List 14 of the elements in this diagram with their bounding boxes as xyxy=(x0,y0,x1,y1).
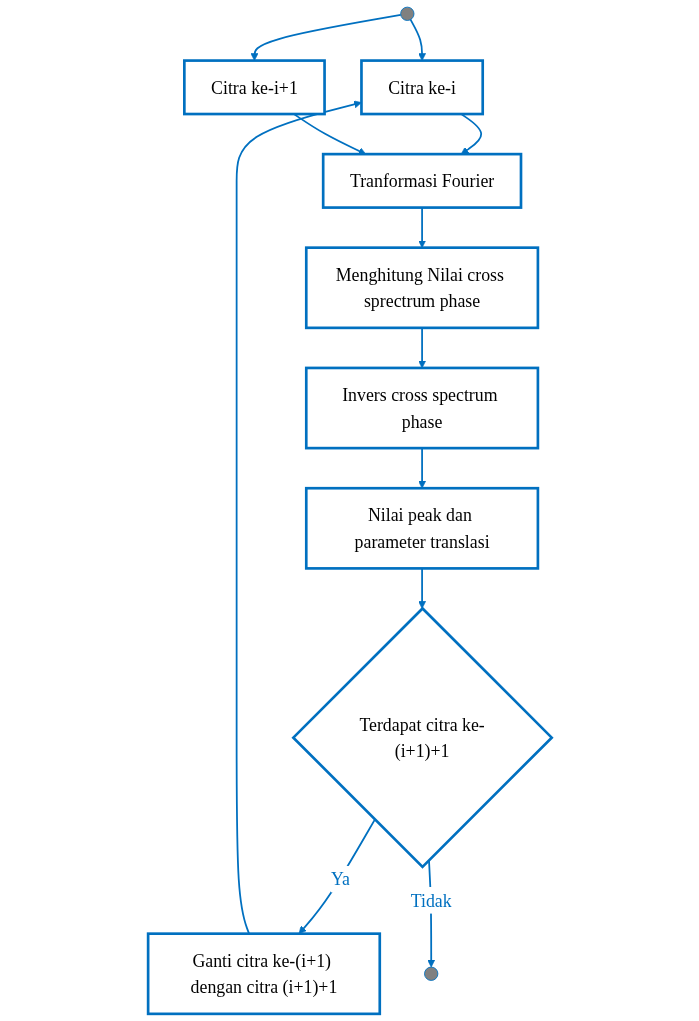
arrow xyxy=(409,18,426,61)
edge-label: Tidak xyxy=(410,890,452,911)
node-diamond: Terdapat citra ke-(i+1)+1 xyxy=(291,606,554,869)
node-box: Tranformasi Fourier xyxy=(321,152,522,209)
node-box: Citra ke-i+1 xyxy=(182,59,326,116)
node-box: Nilai peak dan parameter translasi xyxy=(304,486,539,570)
edge-label: Ya xyxy=(330,869,350,889)
node-box: Citra ke-i xyxy=(359,59,484,116)
node-circle xyxy=(399,6,414,21)
node-box: Ganti citra ke-(i+1) dengan citra (i+1)+1 xyxy=(146,932,381,1016)
node-circle xyxy=(423,966,438,981)
arrow xyxy=(250,14,402,61)
node-box: Invers cross spectrum phase xyxy=(304,366,539,450)
node-box: Menghitung Nilai cross sprectrum phase xyxy=(304,246,539,330)
